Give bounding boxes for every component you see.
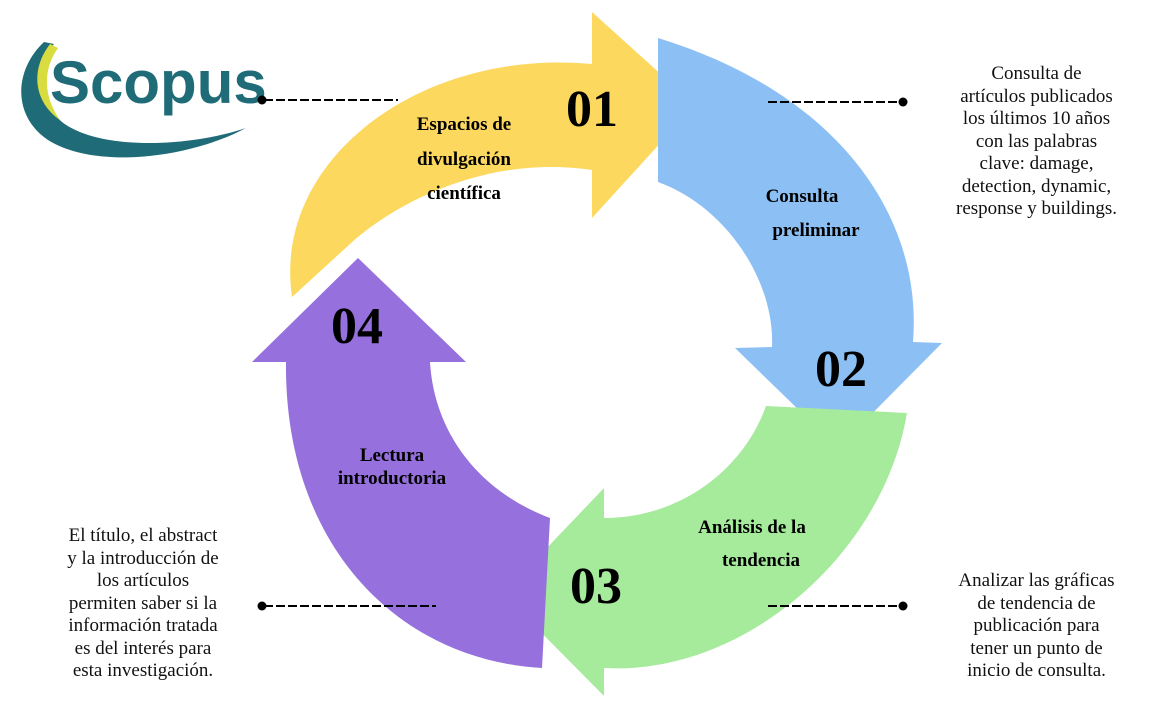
step-label-3-line-2: tendencia	[722, 550, 801, 571]
step-label-3-line-1: Análisis de la	[698, 517, 806, 538]
note-line: detection, dynamic,	[961, 175, 1112, 197]
arrow-step-3	[503, 406, 907, 696]
step-label-2-line-1: Consulta	[766, 186, 839, 207]
note-line: inicio de consulta.	[967, 660, 1106, 681]
note-line: Analizar las gráficas	[958, 570, 1115, 591]
step-number-3: 03	[570, 558, 622, 615]
note-line: permiten saber si la	[68, 592, 218, 614]
note-line: response y buildings.	[956, 198, 1117, 219]
note-line: artículos publicados	[960, 85, 1113, 107]
note-line: publicación para	[973, 615, 1100, 636]
step-label-1-line-2: divulgación	[417, 149, 511, 170]
note-line: tener un punto de	[970, 637, 1103, 659]
connector-dot	[898, 97, 908, 107]
note-line: es del interés para	[74, 637, 212, 659]
note-line: Consulta de	[991, 63, 1082, 84]
arrow-step-1	[290, 12, 695, 297]
note-line: los artículos	[96, 570, 190, 591]
connector-dot	[898, 601, 908, 611]
step-number-1: 01	[566, 81, 618, 138]
note-line: información tratada	[68, 615, 218, 636]
note-bottom-right: Analizar las gráficas de tendencia de pu…	[929, 570, 1144, 683]
scopus-logo: Scopus	[21, 42, 267, 158]
note-line: y la introducción de	[67, 547, 219, 569]
step-label-1-line-1: Espacios de	[417, 114, 512, 135]
logo-swoosh-dark	[21, 42, 247, 158]
note-line: los últimos 10 años	[962, 108, 1111, 129]
connector-dot	[257, 95, 267, 105]
logo-swoosh-light	[37, 44, 60, 120]
connectors	[257, 95, 908, 611]
step-number-2: 02	[815, 341, 867, 398]
note-line: con las palabras	[975, 130, 1098, 152]
step-number-4: 04	[331, 298, 383, 355]
cycle-arrows	[252, 12, 942, 696]
note-top-right: Consulta de artículos publicados los últ…	[929, 63, 1144, 221]
note-line: de tendencia de	[977, 592, 1096, 614]
step-label-4-line-2: introductoria	[338, 468, 447, 489]
note-line: esta investigación.	[72, 660, 214, 681]
step-label-1-line-3: científica	[427, 183, 501, 204]
connector-dot	[257, 601, 267, 611]
arrow-step-2	[658, 38, 942, 448]
note-bottom-left: El título, el abstract y la introducción…	[28, 525, 258, 683]
step-label-2-line-2: preliminar	[772, 220, 860, 241]
step-label-4-line-1: Lectura	[360, 445, 425, 466]
note-line: clave: damage,	[979, 153, 1094, 174]
logo-text: Scopus	[50, 49, 267, 116]
arrow-step-4	[252, 258, 550, 668]
note-line: El título, el abstract	[68, 525, 218, 546]
